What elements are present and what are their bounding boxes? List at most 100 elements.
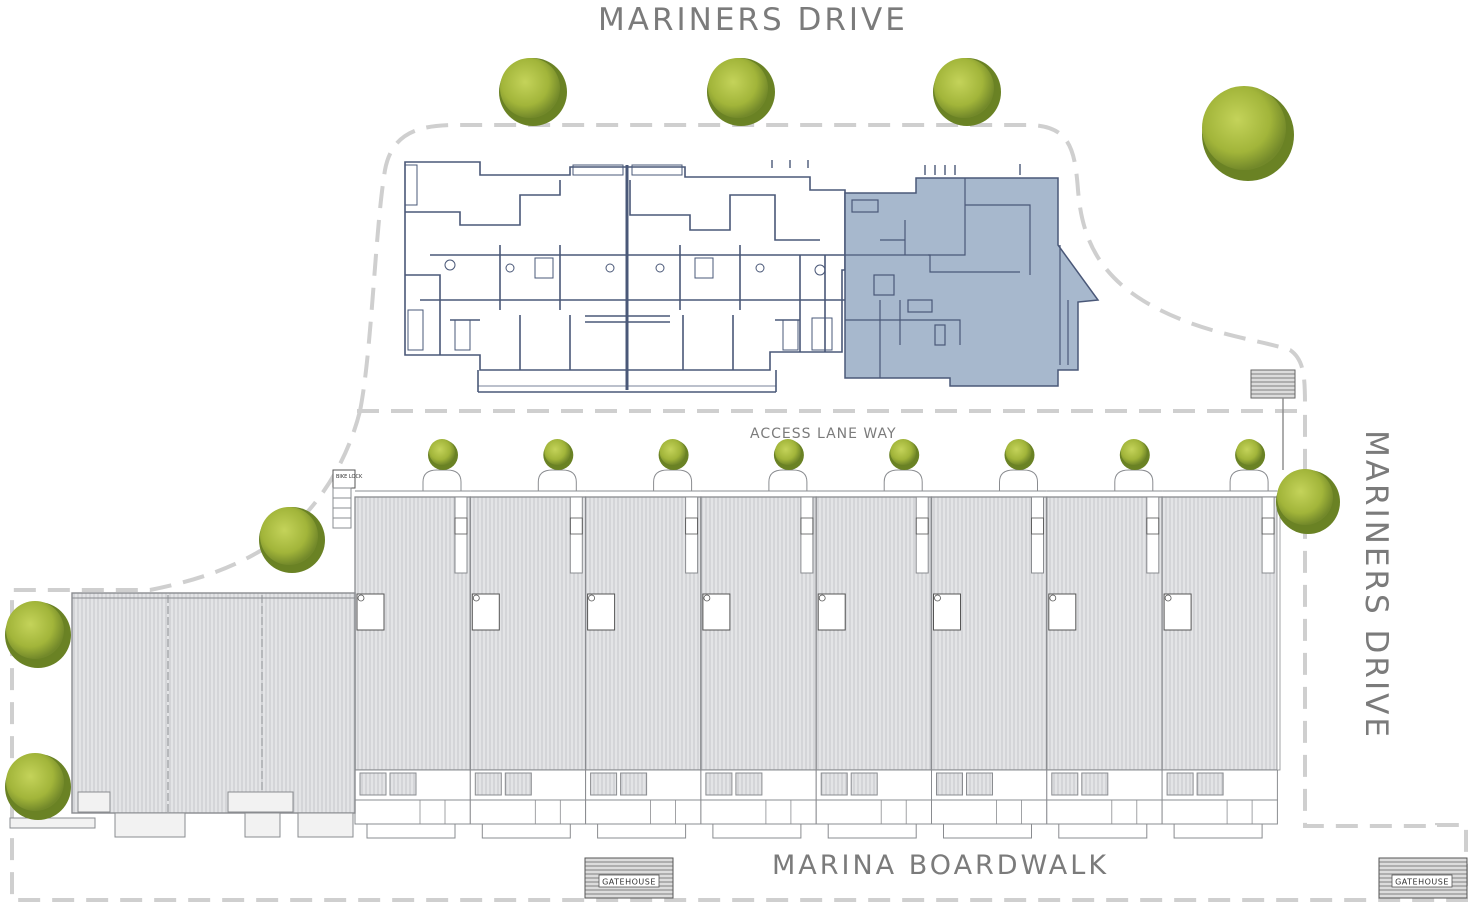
townhouse-unit[interactable] xyxy=(354,439,471,839)
townhouse-roof xyxy=(930,496,1048,771)
townhouse-unit[interactable] xyxy=(584,439,702,839)
townhouse-roof xyxy=(584,496,702,771)
tree xyxy=(5,753,71,820)
roof-vent xyxy=(1164,594,1172,602)
connector-window xyxy=(1146,517,1160,535)
bike-lock-label: BIKE LOCK xyxy=(336,474,363,480)
tree xyxy=(1276,469,1340,534)
connector-window xyxy=(1261,517,1275,535)
roof-vent xyxy=(588,594,595,602)
roof-vent xyxy=(1049,594,1057,602)
garage-door xyxy=(735,772,763,796)
connector-column xyxy=(1261,496,1275,574)
porch-canopy xyxy=(1229,469,1269,491)
townhouse-unit[interactable] xyxy=(469,439,587,839)
deck-step xyxy=(712,823,802,839)
connector-column xyxy=(1146,496,1160,574)
tree xyxy=(774,439,801,465)
porch-canopy xyxy=(1114,469,1154,491)
townhouse-unit[interactable] xyxy=(815,439,933,839)
tree xyxy=(890,439,917,465)
connector-window xyxy=(685,517,698,535)
porch-canopy xyxy=(537,469,577,491)
garage-door xyxy=(1051,772,1079,796)
upper-building-windows xyxy=(771,160,1021,175)
townhouse-unit[interactable] xyxy=(1046,439,1163,839)
connector-column xyxy=(1031,496,1044,574)
townhouse-roof xyxy=(1161,496,1279,771)
bike-lock-sign: BIKE LOCK xyxy=(332,469,363,529)
tree xyxy=(1005,439,1032,465)
garage-door xyxy=(850,772,878,796)
garage-door xyxy=(966,772,993,796)
deck xyxy=(1161,799,1278,825)
tree xyxy=(544,439,571,465)
townhouse-roof xyxy=(354,496,471,771)
garage-door xyxy=(936,772,963,796)
garage-door xyxy=(389,772,417,796)
connector-column xyxy=(569,496,583,574)
roof-vent xyxy=(934,594,941,602)
gatehouse-right-label: GATEHOUSE xyxy=(1395,878,1449,887)
deck-step xyxy=(943,823,1032,839)
townhouse-roof xyxy=(700,496,817,771)
porch-canopy xyxy=(883,469,923,491)
street-label-bottom: MARINA BOARDWALK xyxy=(772,850,1110,881)
garage-door xyxy=(820,772,848,796)
tree xyxy=(933,58,1001,126)
connector-window xyxy=(454,517,468,535)
end-wall xyxy=(1276,499,1281,771)
garage-door xyxy=(1081,772,1109,796)
upper-site-boundary xyxy=(358,123,1307,412)
tree xyxy=(1120,439,1147,465)
townhouse-roof xyxy=(815,496,933,771)
townhouse-unit[interactable] xyxy=(700,439,817,839)
connector-window xyxy=(915,517,929,535)
lower-site-boundary xyxy=(10,410,1468,902)
access-lane-label: ACCESS LANE WAY xyxy=(750,426,897,442)
tree xyxy=(1236,439,1263,465)
deck-step xyxy=(366,823,456,839)
roof-vent xyxy=(357,594,365,602)
tree xyxy=(259,507,325,573)
deck-step xyxy=(481,823,571,839)
connector-window xyxy=(800,517,814,535)
connector-column xyxy=(915,496,929,574)
gatehouse-left[interactable]: GATEHOUSE xyxy=(584,857,674,899)
connector-window xyxy=(1031,517,1044,535)
tree xyxy=(5,601,71,668)
roof-vent xyxy=(472,594,480,602)
highlighted-unit[interactable] xyxy=(844,177,1100,387)
upper-building-plan xyxy=(404,161,846,393)
garage-door xyxy=(474,772,502,796)
left-building xyxy=(9,592,356,838)
townhouse-roof xyxy=(469,496,587,771)
connector-column xyxy=(685,496,699,574)
tree xyxy=(1202,86,1294,181)
tree xyxy=(707,58,775,126)
tree xyxy=(429,439,455,465)
deck xyxy=(585,799,702,825)
street-label-top: MARINERS DRIVE xyxy=(598,2,908,38)
porch-canopy xyxy=(999,469,1038,491)
garage-door xyxy=(590,772,618,796)
tree xyxy=(499,58,567,126)
townhouse-roof xyxy=(1046,496,1163,771)
street-label-right: MARINERS DRIVE xyxy=(1358,430,1394,740)
townhouse-unit[interactable] xyxy=(930,439,1048,839)
roof-vent xyxy=(818,594,826,602)
porch-canopy xyxy=(422,469,462,491)
garage-door xyxy=(504,772,532,796)
deck xyxy=(815,799,933,825)
connector-column xyxy=(454,496,468,574)
utility-box xyxy=(1250,369,1296,470)
townhouse-unit[interactable] xyxy=(1161,439,1279,839)
gatehouse-right[interactable]: GATEHOUSE xyxy=(1378,857,1468,899)
deck-step xyxy=(1058,823,1148,839)
garage-door xyxy=(359,772,387,796)
deck xyxy=(700,799,817,825)
connector-column xyxy=(800,496,814,574)
roof-vent xyxy=(703,594,711,602)
